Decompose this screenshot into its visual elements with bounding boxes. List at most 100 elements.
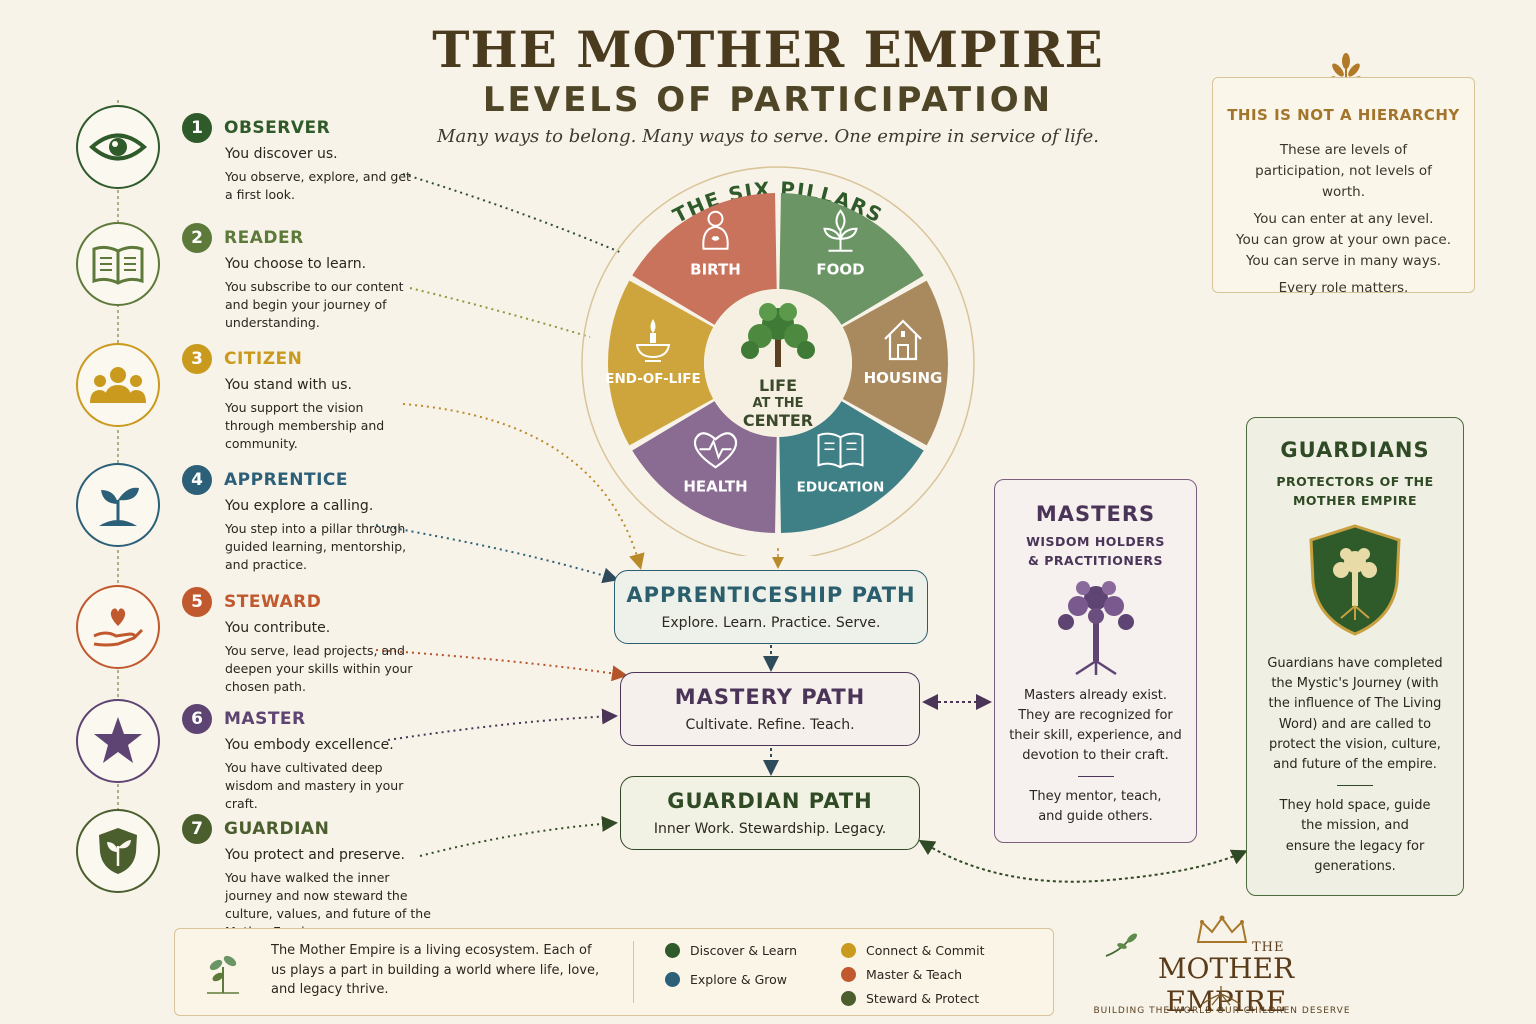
pillar-segment-birth — [632, 193, 777, 325]
pillar-label: END-OF-LIFE — [605, 371, 701, 387]
not-hierarchy-p3: Every role matters. — [1278, 280, 1409, 296]
level-icon-master — [76, 699, 160, 783]
brand-name: MOTHER EMPIRE — [1157, 952, 1295, 1018]
house-icon — [884, 319, 922, 361]
apprenticeship-path-sub: Explore. Learn. Practice. Serve. — [661, 615, 881, 631]
pillar-segment-education — [779, 401, 924, 533]
masters-box: MASTERS WISDOM HOLDERS & PRACTITIONERS M… — [994, 479, 1197, 843]
masters-p2: They mentor, teach, and guide others. — [1029, 789, 1162, 824]
masters-sub-1: WISDOM HOLDERS — [1026, 534, 1165, 549]
center-line-1: LIFE — [759, 376, 797, 395]
level-number: 7 — [182, 814, 212, 844]
legend-item: Connect & Commit — [841, 943, 984, 958]
brand-the: THE — [1252, 940, 1285, 955]
level-lead: You discover us. — [225, 146, 338, 162]
legend-label: Explore & Grow — [690, 972, 788, 987]
legend-dot — [841, 967, 856, 982]
not-hierarchy-heading: THIS IS NOT A HIERARCHY — [1227, 106, 1460, 124]
level-lead: You explore a calling. — [225, 498, 374, 514]
page-subtitle: LEVELS OF PARTICIPATION — [482, 80, 1054, 120]
level-description: You observe, explore, and get a first lo… — [225, 169, 411, 202]
roots-icon — [1201, 986, 1241, 1006]
not-hierarchy-p1: These are levels of participation, not l… — [1255, 142, 1432, 200]
mastery-path-sub: Cultivate. Refine. Teach. — [685, 717, 855, 733]
guardian-shield-icon — [1309, 524, 1401, 636]
purple-tree-icon — [1057, 581, 1134, 676]
level-icon-reader — [76, 222, 160, 306]
legend-label: Connect & Commit — [866, 943, 985, 958]
level-number: 3 — [182, 344, 212, 374]
apprenticeship-path-box: APPRENTICESHIP PATH Explore. Learn. Prac… — [614, 570, 928, 644]
mother-icon — [702, 210, 729, 250]
level-number: 4 — [182, 465, 212, 495]
brand-tagline: BUILDING THE WORLD OUR CHILDREN DESERVE — [1093, 1006, 1351, 1016]
center-line-3: CENTER — [743, 411, 813, 430]
level-name: READER — [224, 228, 304, 248]
crown-icon — [1196, 915, 1248, 943]
candle-icon — [635, 319, 671, 362]
tree-icon — [741, 303, 815, 367]
guardians-p1: Guardians have completed the Mystic's Jo… — [1267, 656, 1443, 773]
not-hierarchy-box: THIS IS NOT A HIERARCHY These are levels… — [1212, 77, 1475, 296]
people-icon — [88, 365, 148, 405]
legend-item: Steward & Protect — [841, 991, 979, 1006]
level-name: MASTER — [224, 709, 306, 729]
legend-item: Discover & Learn — [665, 943, 797, 958]
guardians-sub-1: PROTECTORS OF THE — [1276, 474, 1434, 489]
heartbeat-icon — [693, 432, 738, 469]
legend-dot — [841, 943, 856, 958]
guardians-p2: They hold space, guide the mission, and … — [1279, 798, 1431, 874]
guardians-title: GUARDIANS — [1280, 438, 1430, 462]
guardian-path-box: GUARDIAN PATH Inner Work. Stewardship. L… — [620, 776, 920, 850]
level-lead: You stand with us. — [225, 377, 352, 393]
not-hierarchy-p2c: You can serve in many ways. — [1245, 253, 1442, 269]
legend-item: Master & Teach — [841, 967, 962, 982]
pillar-label: BIRTH — [690, 261, 741, 279]
level-icon-observer — [76, 105, 160, 189]
level-lead: You embody excellence. — [225, 737, 394, 753]
level-number: 1 — [182, 113, 212, 143]
guardians-box: GUARDIANS PROTECTORS OF THE MOTHER EMPIR… — [1246, 417, 1464, 896]
plant-icon — [823, 209, 858, 252]
legend-dot — [665, 943, 680, 958]
level-lead: You protect and preserve. — [225, 847, 405, 863]
pillar-label: HOUSING — [864, 369, 943, 387]
level-icon-citizen — [76, 343, 160, 427]
footer-text: The Mother Empire is a living ecosystem.… — [271, 943, 600, 997]
masters-sub-2: & PRACTITIONERS — [1028, 553, 1163, 568]
level-lead: You contribute. — [225, 620, 331, 636]
footer-box: The Mother Empire is a living ecosystem.… — [174, 928, 1054, 1016]
guardian-path-title: GUARDIAN PATH — [667, 789, 873, 813]
guardian-path-sub: Inner Work. Stewardship. Legacy. — [653, 821, 887, 837]
pillar-segment-health — [632, 401, 777, 533]
mastery-path-title: MASTERY PATH — [674, 685, 866, 709]
pillar-label: HEALTH — [683, 477, 747, 495]
legend-item: Explore & Grow — [665, 972, 787, 987]
level-name: STEWARD — [224, 592, 322, 612]
open-book-icon — [90, 243, 146, 285]
level-description: You have cultivated deep wisdom and mast… — [225, 760, 404, 811]
level-icon-apprentice — [76, 463, 160, 547]
pillar-segment-housing — [842, 280, 948, 446]
vine-sprig-icon — [1105, 933, 1137, 957]
leaf-sprig-icon — [1331, 53, 1361, 90]
level-number: 2 — [182, 223, 212, 253]
guardians-sub-2: MOTHER EMPIRE — [1292, 493, 1418, 508]
brand-logo: THE MOTHER EMPIRE BUILDING THE WORLD OUR… — [1092, 914, 1352, 1018]
level-number: 6 — [182, 704, 212, 734]
not-hierarchy-p2b: You can grow at your own pace. — [1235, 232, 1452, 248]
pillar-segment-end-of-life — [608, 280, 714, 446]
eye-icon — [89, 130, 147, 164]
page-tagline: Many ways to belong. Many ways to serve.… — [437, 126, 1099, 147]
level-lead: You choose to learn. — [225, 256, 367, 272]
page-title: THE MOTHER EMPIRE — [432, 20, 1104, 79]
masters-p1: Masters already exist. They are recogniz… — [1009, 688, 1182, 763]
sprout-icon — [93, 482, 143, 528]
center-line-2: AT THE — [752, 396, 803, 411]
star-icon — [91, 715, 145, 767]
pillar-segment-food — [779, 193, 924, 325]
legend-label: Master & Teach — [866, 967, 963, 982]
level-number: 5 — [182, 587, 212, 617]
seedling-icon — [207, 955, 239, 994]
